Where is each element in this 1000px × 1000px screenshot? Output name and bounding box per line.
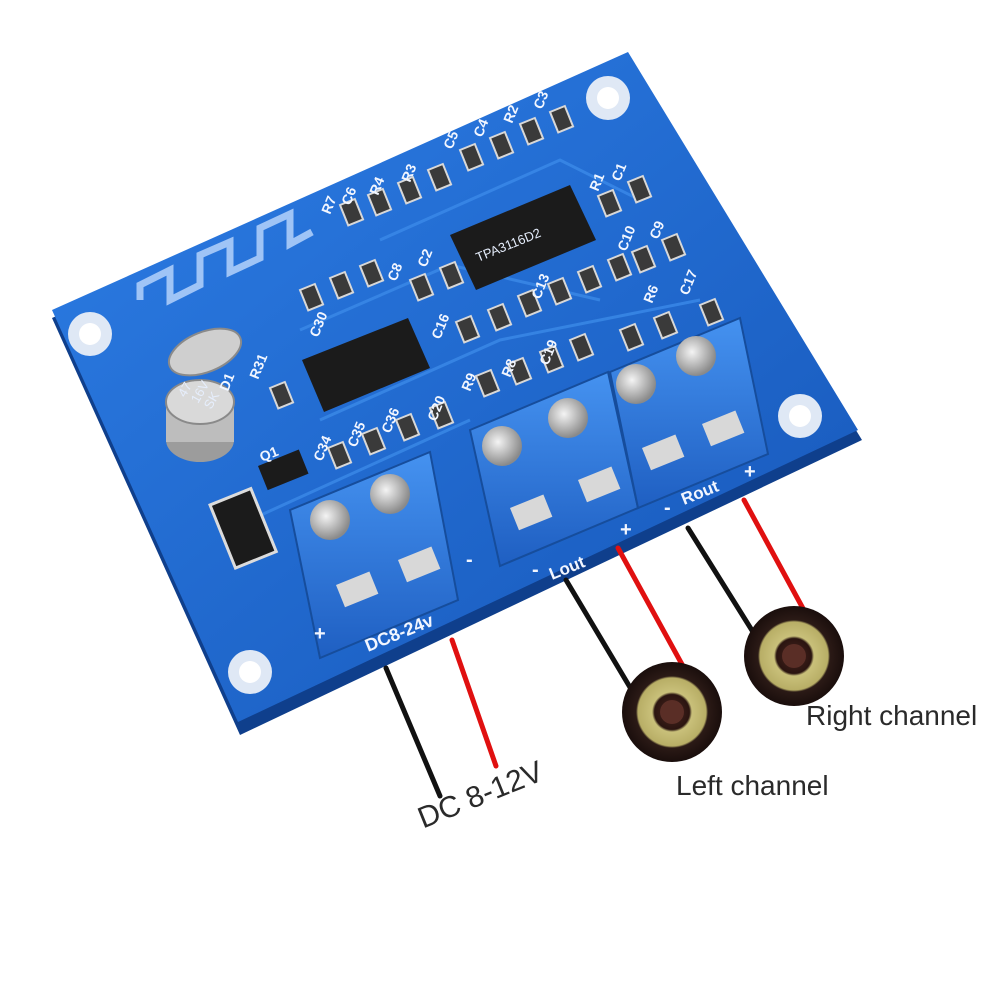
svg-text:R3: R3 <box>398 161 420 184</box>
lout-plus-label: + <box>620 519 632 541</box>
right-speaker-icon <box>744 606 844 706</box>
rout-minus-label: - <box>664 497 671 519</box>
right-channel-label: Right channel <box>806 700 978 731</box>
svg-text:R7: R7 <box>318 193 340 216</box>
left-channel-wires <box>563 545 687 697</box>
svg-text:R1: R1 <box>586 170 608 193</box>
svg-text:C1: C1 <box>608 160 630 183</box>
power-plus-label: + <box>314 623 326 645</box>
left-channel-label: Left channel <box>676 770 829 801</box>
smd-components <box>268 104 725 470</box>
svg-text:R8: R8 <box>498 356 520 379</box>
left-speaker-icon <box>622 662 722 762</box>
mounting-hole-bottom <box>228 650 272 694</box>
amplifier-ic: TPA3116D2 <box>450 185 596 290</box>
svg-text:R6: R6 <box>640 282 662 305</box>
power-terminal-block <box>288 450 460 660</box>
mounting-hole-right <box>778 394 822 438</box>
electrolytic-capacitor: 47 16V SK <box>165 378 235 462</box>
mounting-hole-top-right <box>586 76 630 120</box>
antenna-trace <box>136 208 314 306</box>
transistor <box>258 449 309 491</box>
rout-plus-label: + <box>744 461 756 483</box>
right-channel-wires <box>685 497 809 643</box>
bluetooth-ic <box>302 318 430 412</box>
svg-text:R9: R9 <box>458 370 480 393</box>
svg-text:D1: D1 <box>216 370 238 393</box>
svg-text:C9: C9 <box>646 218 668 241</box>
svg-text:C3: C3 <box>530 88 552 111</box>
svg-text:C5: C5 <box>440 128 462 151</box>
lout-minus-label: - <box>532 559 539 581</box>
left-output-terminal-block <box>468 370 640 568</box>
crystal-oscillator <box>167 327 243 377</box>
svg-text:Q1: Q1 <box>257 443 281 465</box>
svg-text:C6: C6 <box>338 184 360 207</box>
svg-text:R4: R4 <box>366 174 388 197</box>
svg-text:C2: C2 <box>414 246 436 269</box>
diode <box>208 486 279 571</box>
mounting-hole-left <box>68 312 112 356</box>
power-wires <box>383 637 499 799</box>
svg-text:C8: C8 <box>384 260 406 283</box>
cap-mark-value: 47 <box>175 379 195 399</box>
svg-text:C4: C4 <box>470 116 492 139</box>
right-output-terminal-block <box>608 316 770 510</box>
power-minus-label: - <box>466 549 473 571</box>
svg-text:R2: R2 <box>500 102 522 125</box>
